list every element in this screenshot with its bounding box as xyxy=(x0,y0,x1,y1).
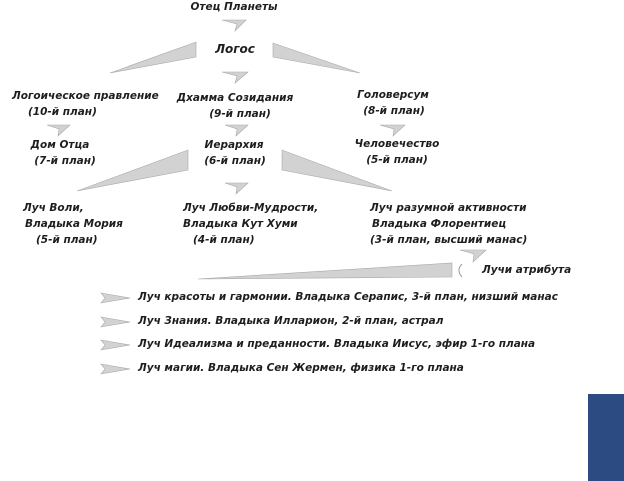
arrow-down-icon xyxy=(224,124,249,137)
ray-will-plan: (5-й план) xyxy=(36,234,98,246)
node-hierarchy-plan: (6-й план) xyxy=(204,155,266,167)
ray-love-line2: Владыка Кут Хуми xyxy=(183,218,298,230)
node-logos: Логос xyxy=(215,42,255,56)
arrow-down-icon xyxy=(221,19,247,33)
ray-activity-line2: Владыка Флорентиец xyxy=(372,218,507,230)
attribute-rays-label: Лучи атрибута xyxy=(482,264,572,276)
attribute-ray-item: Луч Знания. Владыка Илларион, 2-й план, … xyxy=(138,315,444,327)
node-logoic-name: Логоическое правление xyxy=(12,90,159,102)
wedge-left-icon xyxy=(76,149,189,192)
ray-love-plan: (4-й план) xyxy=(193,234,255,246)
arrow-down-icon xyxy=(224,182,249,195)
node-goloversum-plan: (8-й план) xyxy=(363,105,425,117)
bracket-icon xyxy=(458,263,463,278)
node-logoic-plan: (10-й план) xyxy=(28,106,97,118)
ray-will-line2: Владыка Мория xyxy=(25,218,123,230)
attribute-ray-item: Луч магии. Владыка Сен Жермен, физика 1-… xyxy=(138,362,464,374)
wedge-right-icon xyxy=(272,42,361,74)
node-house-plan: (7-й план) xyxy=(34,155,96,167)
node-house-name: Дом Отца xyxy=(30,139,90,151)
node-humanity-name: Человечество xyxy=(354,138,440,150)
ray-will-line1: Луч Воли, xyxy=(23,202,84,214)
ray-activity-plan: (3-й план, высший манас) xyxy=(370,234,528,246)
node-dhamma-name: Дхамма Созидания xyxy=(176,92,294,104)
arrow-down-icon xyxy=(459,249,487,263)
ray-arrow-icon xyxy=(100,316,131,328)
attribute-ray-item: Луч Идеализма и преданности. Владыка Иис… xyxy=(138,338,536,350)
ray-activity-line1: Луч разумной активности xyxy=(370,202,527,214)
ray-arrows xyxy=(100,292,131,375)
ray-love-line1: Луч Любви-Мудрости, xyxy=(183,202,319,214)
node-humanity-plan: (5-й план) xyxy=(366,154,428,166)
ray-arrow-icon xyxy=(100,339,131,351)
corner-block xyxy=(588,394,624,481)
wedge-right-icon xyxy=(281,149,393,192)
arrow-down-icon xyxy=(221,71,249,84)
arrow-down-icon xyxy=(379,124,406,137)
arrow-down-icon xyxy=(46,124,71,137)
wedge-long-icon xyxy=(197,262,453,280)
ray-arrow-icon xyxy=(100,292,131,304)
node-hierarchy-name: Иерархия xyxy=(204,139,264,151)
node-dhamma-plan: (9-й план) xyxy=(209,108,271,120)
node-goloversum-name: Головерсум xyxy=(357,89,429,101)
wedge-left-icon xyxy=(109,41,197,74)
attribute-ray-item: Луч красоты и гармонии. Владыка Серапис,… xyxy=(138,291,558,303)
ray-arrow-icon xyxy=(100,363,131,375)
node-father-planet: Отец Планеты xyxy=(190,1,278,13)
